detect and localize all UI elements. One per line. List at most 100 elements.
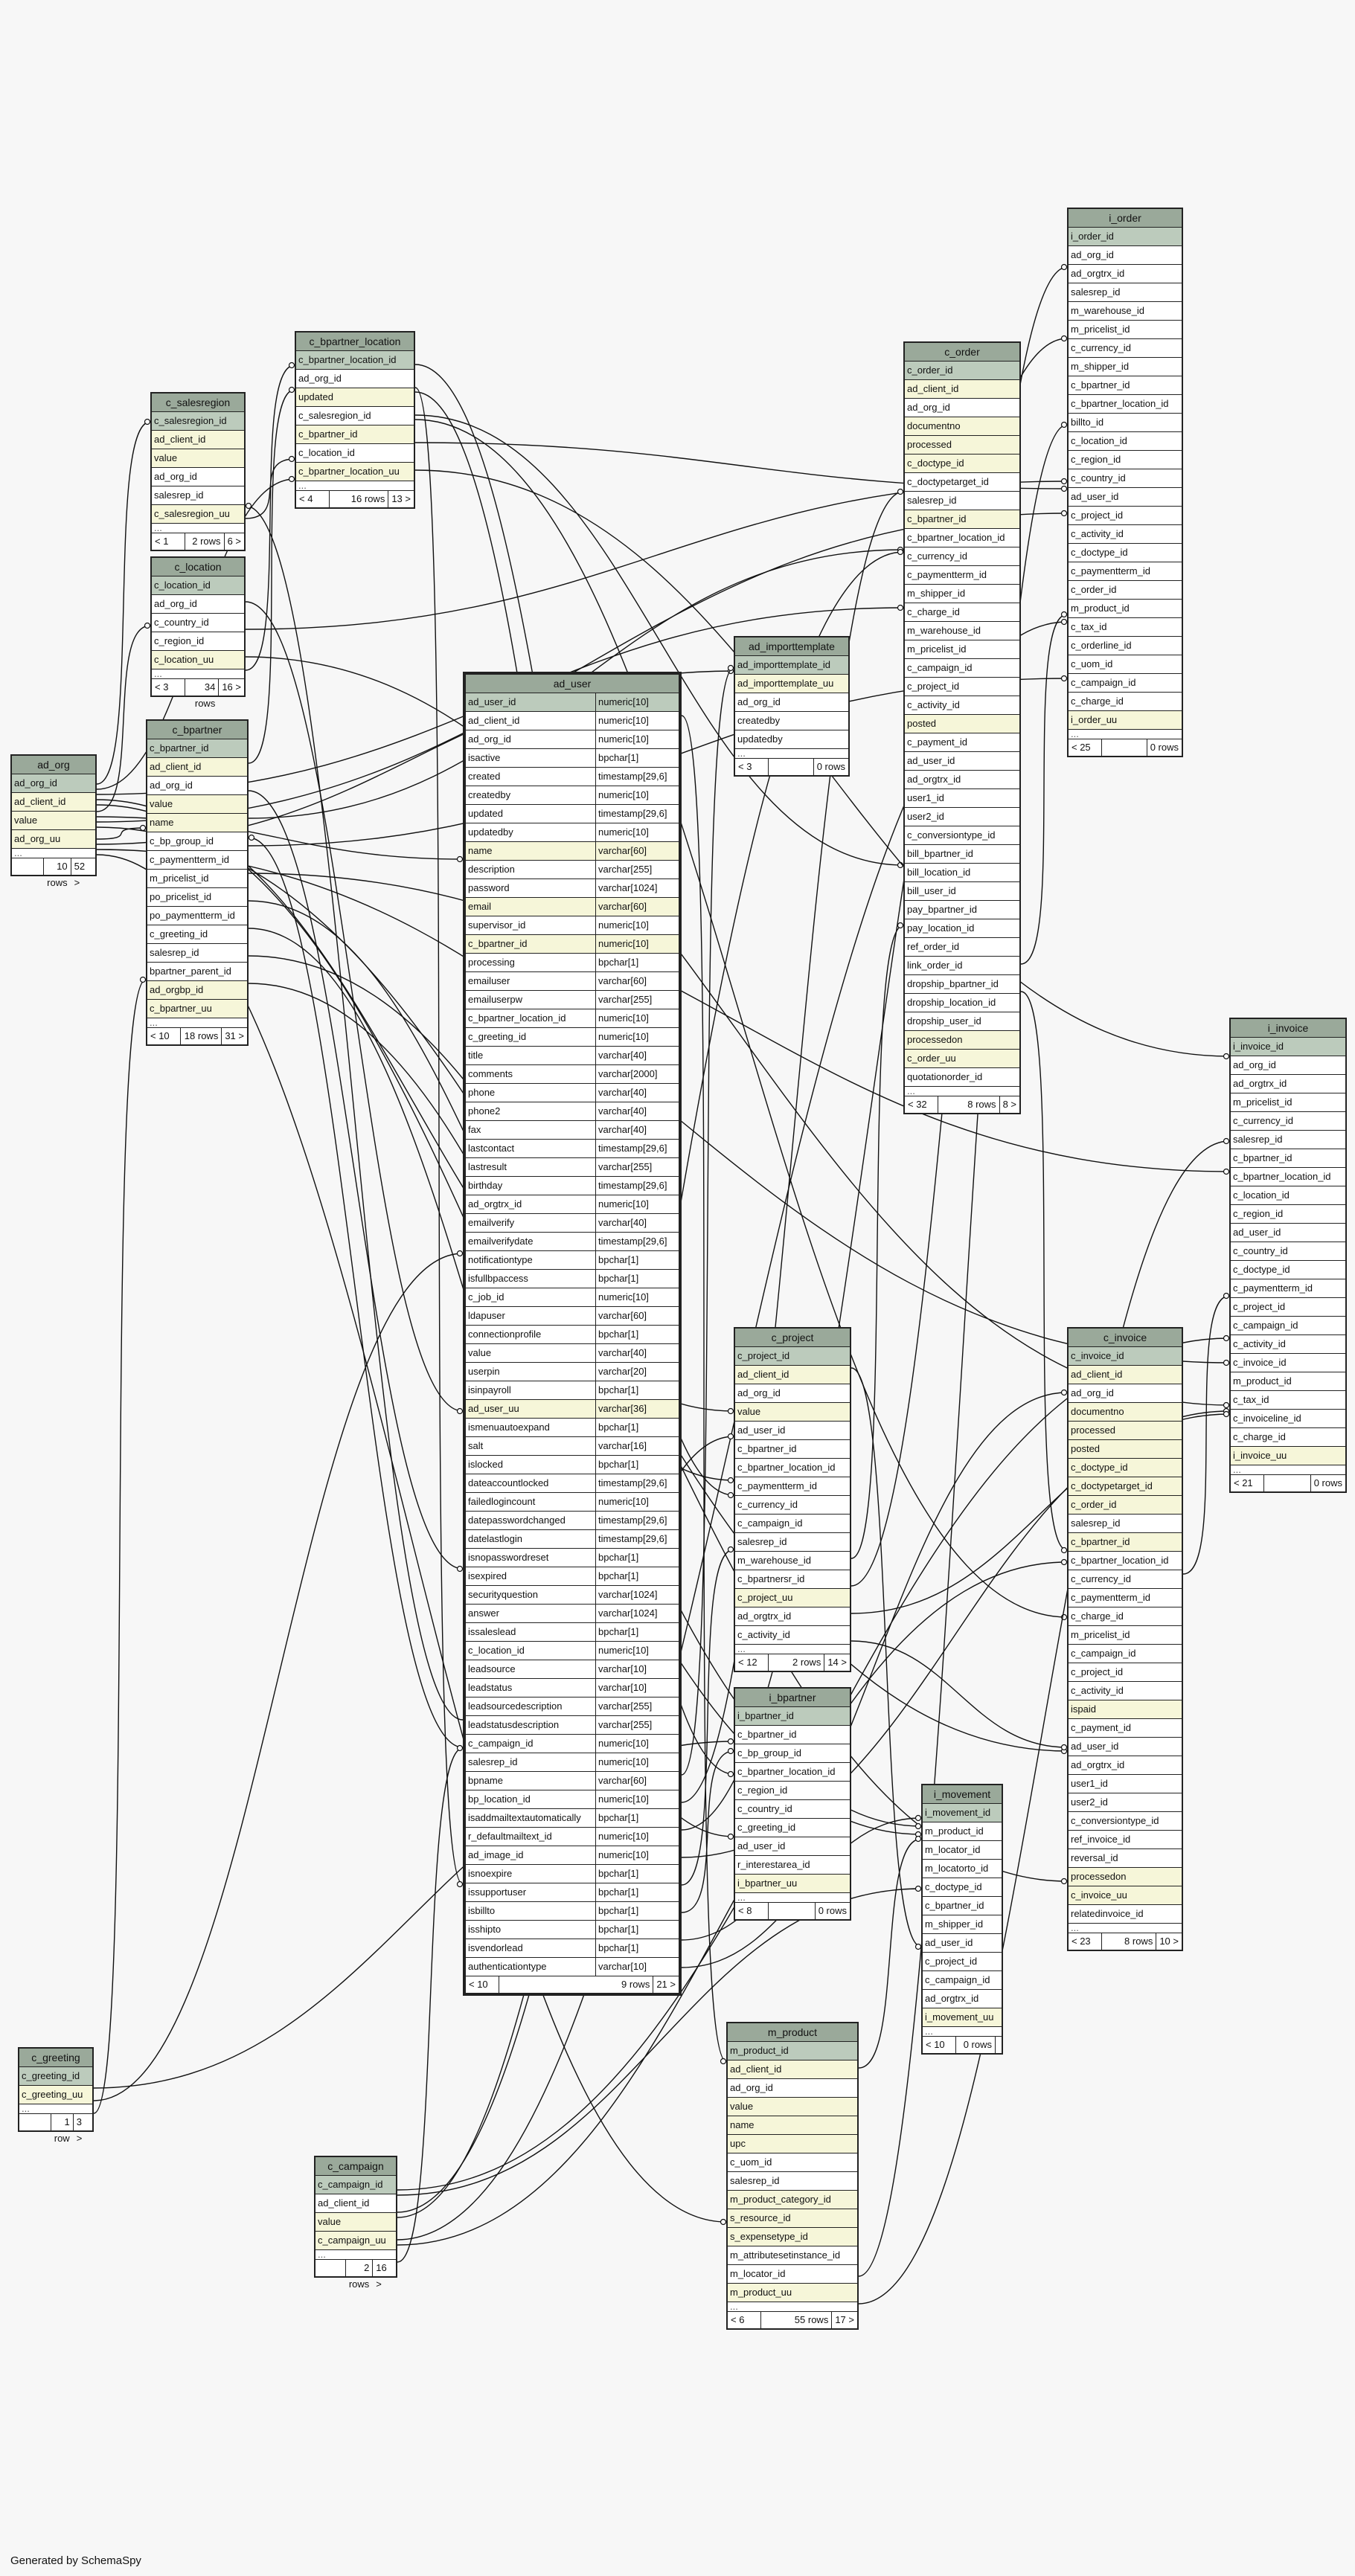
children-count[interactable]: 16 > [222, 681, 241, 693]
children-count[interactable]: 0 rows [1150, 742, 1179, 753]
column-row: c_salesregion_uu [152, 505, 244, 524]
children-count[interactable]: 0 rows [818, 1905, 847, 1916]
row-count[interactable]: 16 rows [330, 491, 389, 507]
parents-count[interactable] [315, 2260, 346, 2276]
column-row: c_country_id [735, 1800, 850, 1819]
parents-count[interactable]: < 32 [905, 1096, 938, 1113]
table-title[interactable]: ad_user [466, 675, 679, 693]
parents-count[interactable]: < 23 [1069, 1933, 1102, 1950]
table-title[interactable]: i_movement [923, 1785, 1002, 1804]
table-title[interactable]: i_bpartner [735, 1689, 850, 1707]
table-title[interactable]: c_bpartner [147, 721, 247, 739]
parents-count[interactable]: < 4 [296, 491, 330, 507]
parents-count[interactable]: < 12 [735, 1654, 769, 1671]
relationship-edge [681, 1750, 734, 1913]
table-title[interactable]: c_bpartner_location [296, 333, 414, 351]
column-name: m_warehouse_id [907, 625, 981, 636]
table-title[interactable]: c_salesregion [152, 394, 244, 412]
column-type: varchar[40] [595, 1214, 679, 1232]
row-count[interactable] [769, 759, 814, 775]
parents-count[interactable]: < 8 [735, 1903, 769, 1919]
table-title[interactable]: c_invoice [1069, 1329, 1182, 1347]
children-count[interactable]: 31 > [225, 1030, 244, 1041]
children-count[interactable]: 3 > [76, 2116, 83, 2144]
children-count[interactable]: 10 > [1159, 1936, 1179, 1947]
row-count[interactable]: 2 rows [185, 533, 225, 550]
column-type: numeric[10] [595, 1828, 679, 1846]
children-count[interactable]: 21 > [656, 1979, 676, 1990]
row-count[interactable]: 34 rows [185, 679, 220, 709]
parents-count[interactable] [12, 858, 45, 875]
children-count[interactable]: 17 > [835, 2314, 854, 2325]
table-title[interactable]: m_product [728, 2023, 857, 2042]
parents-count[interactable]: < 3 [735, 759, 769, 775]
parents-count[interactable]: < 3 [152, 679, 185, 696]
column-name: ad_importtemplate_id [737, 659, 831, 670]
parents-count[interactable]: < 10 [923, 2037, 956, 2053]
table-title[interactable]: ad_org [12, 756, 95, 774]
row-count[interactable]: 1 row [51, 2114, 74, 2144]
children-count[interactable]: 52 > [74, 861, 86, 888]
row-count[interactable] [1102, 739, 1147, 756]
table-title[interactable]: i_invoice [1231, 1019, 1345, 1038]
parents-count[interactable]: < 25 [1069, 739, 1102, 756]
row-count[interactable]: 0 rows [956, 2037, 996, 2053]
table-title[interactable]: c_campaign [315, 2157, 396, 2176]
children-count[interactable]: 14 > [827, 1657, 847, 1668]
parents-count[interactable]: < 21 [1231, 1475, 1264, 1491]
table-title[interactable]: c_location [152, 558, 244, 576]
row-count[interactable]: 8 rows [1102, 1933, 1157, 1950]
parents-count[interactable]: < 10 [147, 1028, 181, 1044]
children-count[interactable]: 6 > [227, 536, 241, 547]
children-count[interactable]: 13 > [391, 493, 411, 504]
parents-count[interactable]: < 10 [466, 1976, 499, 1993]
row-count[interactable]: 18 rows [181, 1028, 222, 1044]
column-name: c_order_id [1071, 584, 1117, 595]
column-row: ad_client_id [905, 380, 1019, 399]
row-count[interactable]: 55 rows [761, 2312, 833, 2328]
row-count[interactable] [769, 1903, 816, 1919]
row-count[interactable] [1264, 1475, 1311, 1491]
table-title[interactable]: ad_importtemplate [735, 637, 848, 656]
children-count[interactable] [996, 2037, 1002, 2053]
parents-count[interactable]: < 6 [728, 2312, 761, 2328]
children-count[interactable]: 0 rows [1313, 1477, 1342, 1488]
table-title[interactable]: c_project [735, 1329, 850, 1347]
row-count[interactable]: 8 rows [938, 1096, 1000, 1113]
column-row: ad_client_id [735, 1366, 850, 1384]
row-count[interactable]: 2 rows [769, 1654, 825, 1671]
row-count[interactable]: 10 rows [44, 858, 71, 888]
column-name: c_doctype_id [1233, 1264, 1290, 1275]
table-title[interactable]: i_order [1069, 209, 1182, 228]
row-count[interactable]: 9 rows [499, 1976, 654, 1993]
table-title[interactable]: c_order [905, 343, 1019, 362]
row-count[interactable]: 2 rows [346, 2260, 374, 2290]
table-title[interactable]: c_greeting [19, 2049, 92, 2067]
parents-count[interactable] [19, 2114, 51, 2130]
parents-count[interactable]: < 1 [152, 533, 185, 550]
children-count[interactable]: 0 rows [816, 761, 845, 772]
children-count[interactable]: 8 > [1002, 1099, 1016, 1110]
column-name: c_bpartner_location_id [1233, 1171, 1331, 1182]
column-type: varchar[60] [595, 972, 679, 990]
children-count[interactable]: 16 > [376, 2262, 387, 2290]
